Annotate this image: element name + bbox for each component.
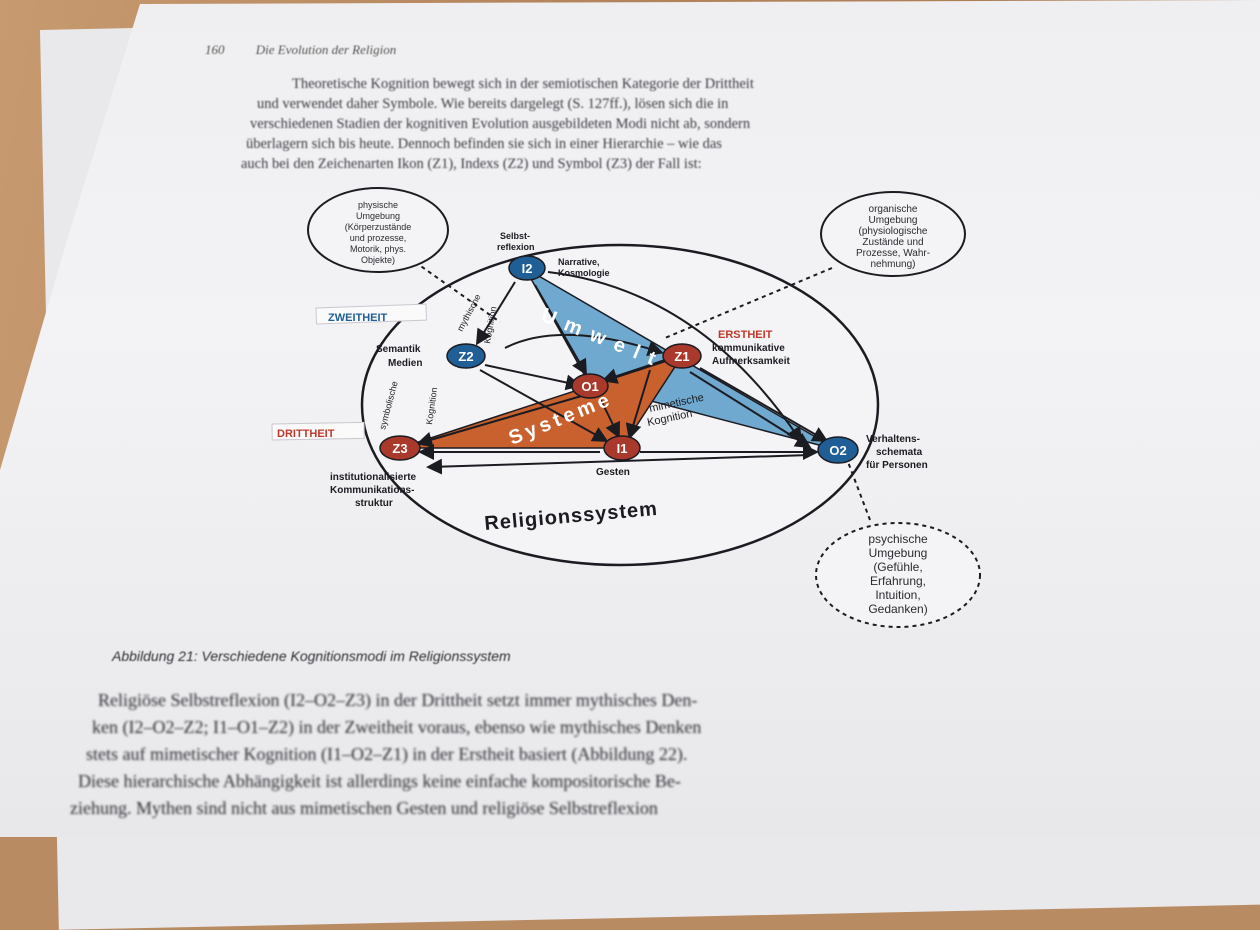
label-selbstreflexion: reflexion [497,242,535,252]
category-drittheit: DRITTHEIT [277,428,335,440]
node-O2: O2 [817,436,859,464]
paragraph-bottom-line: Religiöse Selbstreflexion (I2–O2–Z3) in … [98,690,698,710]
bubble-text: psychische [868,532,928,546]
running-head: 160 Die Evolution der Religion [205,42,424,58]
bubble-text: (Körperzustände [345,222,412,232]
label-verhalten: schemata [876,447,923,458]
paragraph-bottom-line: stets auf mimetischer Kognition (I1–O2–Z… [86,744,688,764]
bubble-text: organische [869,204,918,215]
label-narrative: Kosmologie [558,268,610,278]
label-institutionell: Kommunikations- [330,485,414,496]
psychic-environment-bubble [815,522,981,628]
bubble-text: Umgebung [869,546,928,560]
bubble-text: Motorik, phys. [350,244,406,254]
label-kommunikative: kommunikative [712,343,785,354]
bubble-text: (physiologische [859,226,928,237]
bubble-text: Prozesse, Wahr- [856,248,930,259]
bubble-text: und prozesse, [350,233,407,243]
label-verhalten: Verhaltens- [866,434,920,445]
bubble-text: Objekte) [361,255,395,265]
svg-text:O2: O2 [829,443,846,458]
bubble-text: Intuition, [875,588,920,602]
chapter-title: Die Evolution der Religion [255,42,397,57]
bubble-text: nehmung) [870,259,915,270]
label-institutionell: struktur [355,498,393,509]
bubble-text: Umgebung [869,215,918,226]
figure-caption: Abbildung 21: Verschiedene Kognitionsmod… [112,648,511,664]
organic-environment-bubble [820,191,966,277]
page-number: 160 [205,42,225,57]
label-institutionell: institutionalisierte [330,472,417,483]
svg-text:I2: I2 [522,261,533,276]
label-selbstreflexion: Selbst- [500,231,530,241]
paragraph-top-line: verschiedenen Stadien der kognitiven Evo… [250,116,751,132]
node-Z1: Z1 [662,343,702,369]
label-semantik: Semantik [376,344,421,355]
paragraph-bottom-line: Diese hierarchische Abhängigkeit ist all… [78,771,681,791]
label-gesten: Gesten [596,467,630,478]
bubble-text: (Gefühle, [873,560,922,574]
label-narrative: Narrative, [558,257,600,267]
bubble-text: Erfahrung, [870,574,926,588]
bubble-text: Zustände und [862,237,923,248]
paragraph-top-line: und verwendet daher Symbole. Wie bereits… [257,96,729,112]
cognition-diagram: physische Umgebung (Körperzustände und p… [271,187,981,628]
node-Z3: Z3 [379,435,421,461]
node-Z2: Z2 [446,343,486,369]
bubble-text: physische [358,200,398,210]
bubble-text: Gedanken) [868,602,927,616]
physical-environment-bubble [307,187,449,273]
paragraph-top-line: überlagern sich bis heute. Dennoch befin… [246,136,722,152]
paragraph-top-line: Theoretische Kognition bewegt sich in de… [292,76,754,92]
label-kommunikative: Aufmerksamkeit [712,356,790,367]
svg-text:Z2: Z2 [458,349,473,364]
category-erstheit: ERSTHEIT [718,329,773,341]
paragraph-bottom-line: ken (I2–O2–Z2; I1–O1–Z2) in der Zweithei… [92,717,702,737]
svg-text:I1: I1 [617,441,628,456]
node-I2: I2 [508,255,546,281]
svg-text:Z3: Z3 [392,441,407,456]
label-verhalten: für Personen [866,460,928,471]
svg-text:O1: O1 [581,379,598,394]
paragraph-bottom-line: ziehung. Mythen sind nicht aus mimetisch… [70,798,658,818]
paragraph-top-line: auch bei den Zeichenarten Ikon (Z1), Ind… [241,156,702,172]
node-I1: I1 [603,435,641,461]
bubble-text: Umgebung [356,211,400,221]
svg-text:Z1: Z1 [674,349,689,364]
node-O1: O1 [571,373,609,399]
label-semantik: Medien [388,358,422,369]
category-zweitheit: ZWEITHEIT [328,312,388,324]
